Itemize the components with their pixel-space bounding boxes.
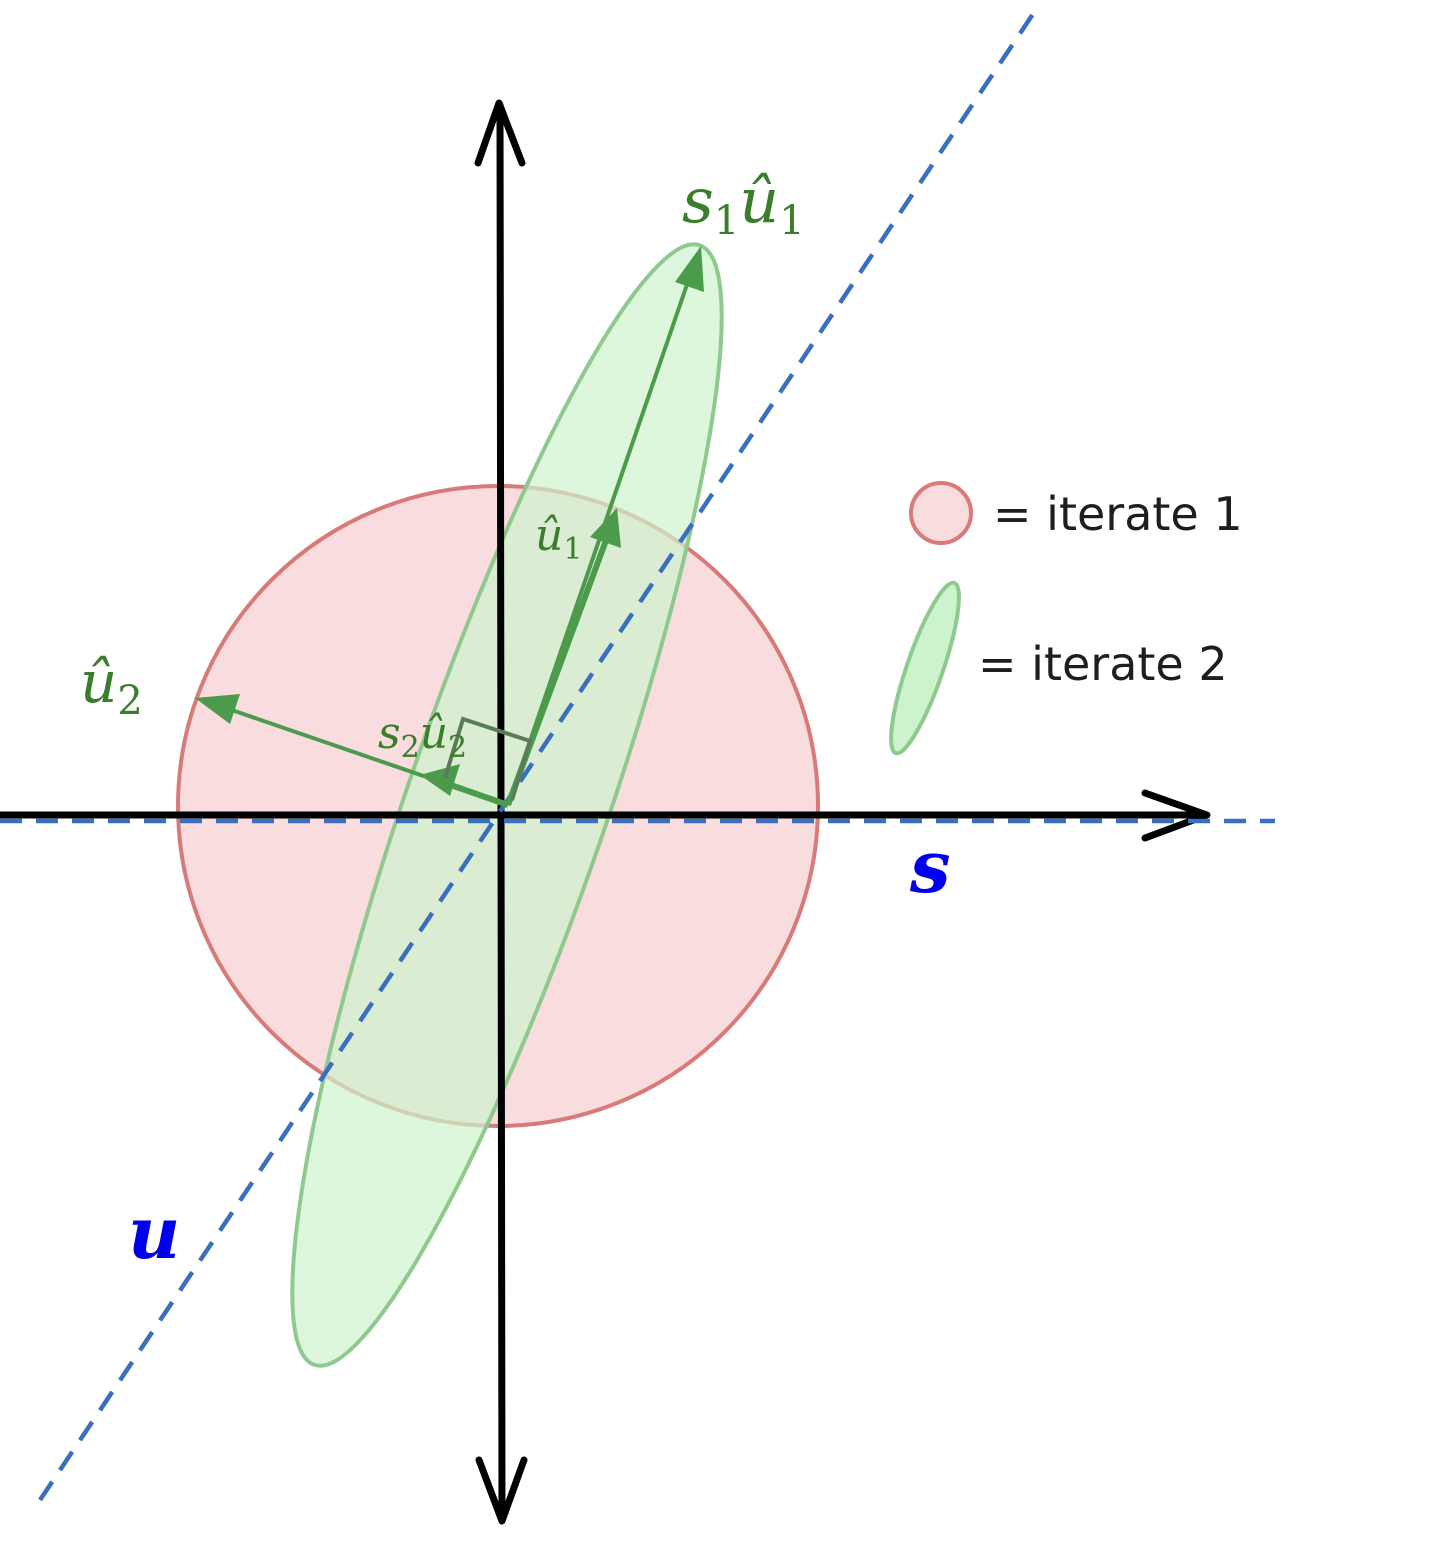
- horizontal-axis: [0, 789, 1211, 842]
- legend-iterate-1: = iterate 1: [993, 487, 1243, 541]
- vertical-axis: [474, 99, 528, 1525]
- legend-ellipse-icon: [889, 580, 961, 756]
- legend-iterate-2: = iterate 2: [978, 637, 1228, 691]
- s2u2-vector: [420, 764, 509, 808]
- u-dashed-line: [38, 6, 1039, 1502]
- u1-label: û1: [535, 510, 582, 567]
- s2u2-label: s2û2: [378, 708, 467, 765]
- u-axis-label: u: [128, 1190, 180, 1275]
- legend-circle-icon: [909, 481, 973, 545]
- legend: = iterate 1 = iterate 2: [889, 481, 1243, 756]
- u2-label: û2: [80, 648, 143, 724]
- s-axis-label: s: [909, 824, 951, 909]
- s1u1-label: s1û1: [682, 164, 805, 244]
- right-angle-mark: [443, 716, 533, 801]
